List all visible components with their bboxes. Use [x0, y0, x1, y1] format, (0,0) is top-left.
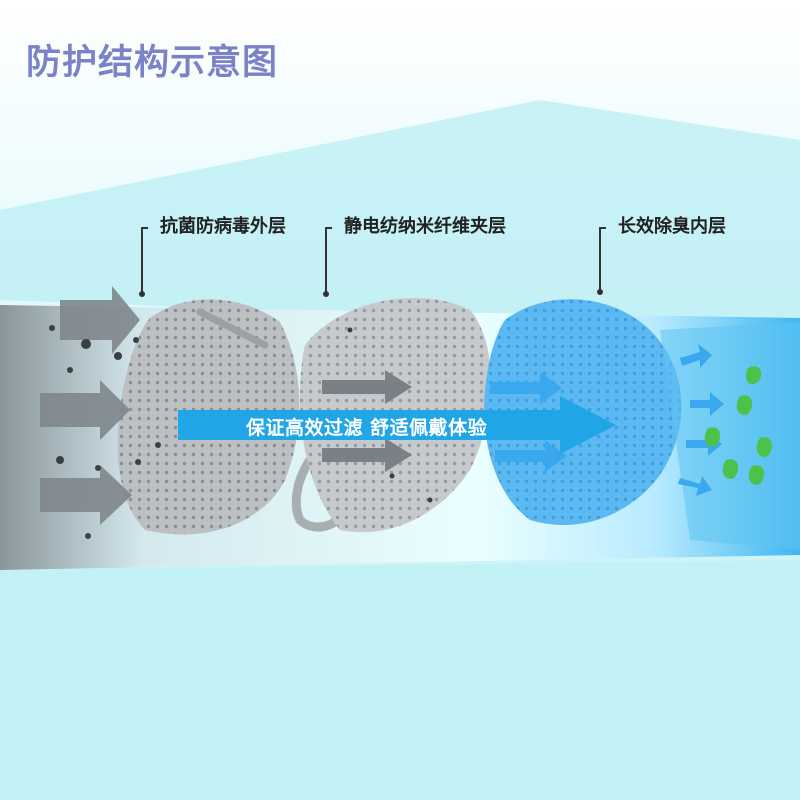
leader-line-middle [325, 227, 332, 292]
particle-icon [427, 497, 433, 503]
leader-line-inner [599, 227, 606, 290]
particle-icon [155, 442, 161, 448]
particle-icon [135, 459, 141, 465]
leader-line-outer [141, 227, 148, 292]
arrow-icon [495, 440, 567, 472]
label-outer-layer: 抗菌防病毒外层 [160, 216, 286, 237]
particle-icon [81, 339, 91, 349]
arrow-icon [490, 372, 562, 404]
particle-icon [85, 533, 91, 539]
particle-icon [95, 465, 101, 471]
particle-icon [347, 327, 353, 333]
particle-icon [67, 367, 73, 373]
arrow-icon [322, 438, 412, 472]
leaf-icon [745, 366, 762, 385]
leader-dot [139, 291, 145, 297]
leader-dot [597, 289, 603, 295]
label-leaders [141, 227, 606, 292]
leaf-icon [748, 465, 765, 485]
leaf-icon [756, 437, 773, 457]
arrow-icon [60, 286, 140, 354]
label-leader-dots [139, 289, 603, 297]
middle-flow-arrows [322, 370, 412, 472]
leader-dot [323, 291, 329, 297]
label-middle-layer: 静电纺纳米纤维夹层 [344, 216, 506, 237]
label-inner-layer: 长效除臭内层 [618, 216, 726, 237]
inner-flow-arrows [490, 344, 724, 496]
particle-icon [114, 352, 122, 360]
leaf-icon [736, 395, 753, 415]
arrow-icon [690, 392, 724, 416]
particle-icon [56, 456, 64, 464]
arrow-icon [680, 344, 712, 368]
backdrop-plane-lower [0, 560, 800, 800]
arrow-icon [678, 476, 712, 496]
banner-text: 保证高效过滤 舒适佩戴体验 [246, 417, 488, 439]
banner-arrow [178, 396, 616, 454]
leaf-icon [722, 459, 739, 479]
particle-icon [133, 337, 139, 343]
outer-layer-strap [196, 308, 269, 349]
particle-icon [49, 325, 55, 331]
page-title: 防护结构示意图 [26, 43, 279, 83]
clean-air-zone [660, 322, 800, 550]
arrow-icon [40, 465, 132, 525]
incoming-air-arrows [40, 286, 140, 525]
arrow-icon [322, 370, 412, 404]
leaf-icon [704, 427, 721, 447]
particle-icon [389, 473, 395, 479]
arrow-icon [40, 380, 130, 440]
leaves [704, 366, 773, 485]
